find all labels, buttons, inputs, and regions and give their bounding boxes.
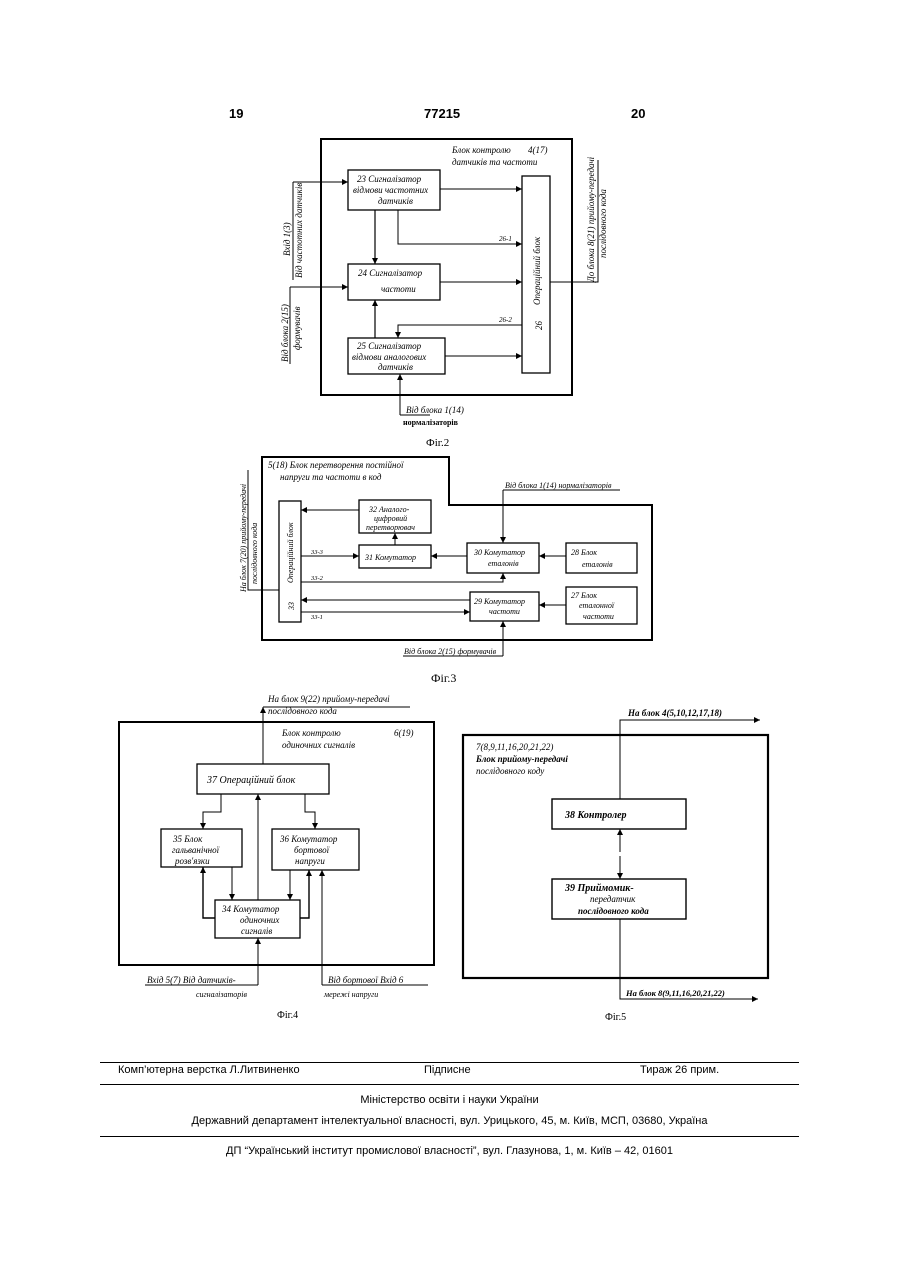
fig2-b23-line3: датчиків <box>378 196 413 206</box>
figure-2-labels: Блок контролю 4(17) датчиків та частоти … <box>280 145 608 449</box>
fig5-b39-line2: передатчик <box>590 894 636 904</box>
fig4-input6-b: мережі напруги <box>323 990 378 999</box>
footer-institute: ДП “Український інститут промислової вла… <box>100 1145 799 1157</box>
fig4-title-line1: Блок контролю <box>281 728 341 738</box>
fig4-b35-line2: гальванічної <box>172 845 220 855</box>
fig3-link-33-1: 33-1 <box>310 614 323 621</box>
fig3-b27-line2: еталонної <box>579 601 615 610</box>
fig3-b29-line2: частоти <box>489 607 520 616</box>
figure-3-labels: 5(18) Блок перетворення постійної напруг… <box>239 460 615 685</box>
fig5-title-line2: Блок прийому-передачі <box>475 754 568 764</box>
fig3-b30-line2: еталонів <box>488 559 519 568</box>
fig2-input2-b: формувачів <box>292 306 302 350</box>
fig2-input1-a: Вхід 1(3) <box>282 222 292 256</box>
fig4-title-line2: одиночних сигналів <box>282 740 355 750</box>
fig4-b35-line3: розв'язки <box>174 856 210 866</box>
fig3-b33-label: Операційний блок <box>286 522 295 583</box>
fig4-b34-line3: сигналів <box>241 926 272 936</box>
fig2-b23-line1: 23 Сигналізатор <box>357 174 422 184</box>
fig5-title-line3: послідовного коду <box>476 766 544 776</box>
fig2-b26-label: Операційний блок <box>532 236 542 305</box>
fig3-title-line2: напруги та частоти в код <box>280 472 382 482</box>
fig3-b30-line1: 30 Комутатор <box>473 548 525 557</box>
fig3-b28-line1: 28 Блок <box>571 548 597 557</box>
fig5-b39-line1: 39 Приймомик- <box>564 883 634 894</box>
fig3-top-input: Від блока 1(14) нормалізаторів <box>505 481 612 490</box>
footer-department: Державний департамент інтелектуальної вл… <box>100 1115 799 1127</box>
footer-signed: Підписне <box>424 1064 471 1076</box>
fig2-link-26-1: 26-1 <box>499 235 512 243</box>
fig3-b32-line1: 32 Аналого- <box>368 505 410 514</box>
fig2-b25-line3: датчиків <box>378 362 413 372</box>
figure-4-labels: На блок 9(22) прийому-передачі послідовн… <box>147 694 414 1021</box>
fig5-bottom-label: На блок 8(9,11,16,20,21,22) <box>625 988 725 998</box>
fig4-b37: 37 Операційний блок <box>206 775 296 786</box>
fig4-b36-line2: бортової <box>294 845 330 855</box>
fig4-b36-line1: 36 Комутатор <box>279 834 338 844</box>
footer-circulation: Тираж 26 прим. <box>640 1064 719 1076</box>
fig4-input6-a: Від бортової Вхід 6 <box>328 975 404 985</box>
fig2-link-26-2: 26-2 <box>499 316 512 324</box>
fig2-caption: Фіг.2 <box>426 437 449 449</box>
fig2-b25-line2: відмови аналогових <box>352 352 426 362</box>
fig4-top-b: послідовного кода <box>268 706 337 716</box>
fig2-title-line2: датчиків та частоти <box>452 157 538 167</box>
footer-divider-1 <box>100 1062 799 1063</box>
fig2-bottom-input-a: Від блока 1(14) <box>406 405 464 415</box>
figure-5-labels: На блок 4(5,10,12,17,18) 7(8,9,11,16,20,… <box>475 708 725 1023</box>
fig3-b32-line2: цифровий <box>374 514 407 523</box>
fig4-top-a: На блок 9(22) прийому-передачі <box>267 694 390 704</box>
fig3-link-33-3: 33-3 <box>310 549 324 556</box>
fig4-outer-block <box>119 722 434 965</box>
fig4-input5-b: сигналізаторів <box>196 990 247 999</box>
figure-2 <box>290 139 598 415</box>
fig5-caption: Фіг.5 <box>605 1012 626 1023</box>
fig3-output-b: послідовного кода <box>250 523 259 584</box>
fig4-input5-a: Вхід 5(7) Від датчиків- <box>147 975 236 985</box>
fig2-b24-line2: частоти <box>381 284 416 294</box>
figure-4 <box>119 707 434 985</box>
fig4-b36-line3: напруги <box>295 856 325 866</box>
fig2-b24-line1: 24 Сигналізатор <box>358 268 423 278</box>
fig3-b31: 31 Комутатор <box>364 553 416 562</box>
fig2-output-a: До блока 8(21) прийому-передачі <box>586 156 596 283</box>
fig5-top-label: На блок 4(5,10,12,17,18) <box>627 708 722 718</box>
fig4-b34-line1: 34 Комутатор <box>221 904 280 914</box>
fig4-b35-line1: 35 Блок <box>172 834 203 844</box>
footer-layout: Комп’ютерна верстка Л.Литвиненко <box>118 1064 300 1076</box>
fig3-b29-line1: 29 Комутатор <box>474 597 525 606</box>
footer-divider-3 <box>100 1136 799 1137</box>
fig3-link-33-2: 33-2 <box>310 575 324 582</box>
fig3-bottom-input: Від блока 2(15) формувачів <box>404 647 497 656</box>
fig2-bottom-input-b: нормалізаторів <box>403 418 459 427</box>
fig3-caption: Фіг.3 <box>431 671 456 685</box>
fig3-title-line1: 5(18) Блок перетворення постійної <box>268 460 404 470</box>
fig5-b39-line3: послідовного кода <box>578 906 649 916</box>
fig4-title-number: 6(19) <box>394 728 414 738</box>
fig2-title: Блок контролю <box>451 145 511 155</box>
fig2-input1-b: Від частотних датчиків <box>294 183 304 278</box>
fig3-b27-line1: 27 Блок <box>571 591 597 600</box>
fig2-title-number: 4(17) <box>528 145 548 155</box>
fig2-output-b: послідовного кода <box>598 189 608 258</box>
fig5-b38: 38 Контролер <box>564 810 627 821</box>
fig3-b32-line3: перетворювач <box>366 523 415 532</box>
footer-divider-2 <box>100 1084 799 1085</box>
fig3-output-a: На блок 7(20) прийому-передачі <box>239 484 248 593</box>
fig2-b26-number: 26 <box>534 321 544 331</box>
fig5-title-line1: 7(8,9,11,16,20,21,22) <box>476 742 553 752</box>
fig3-b28-line2: еталонів <box>582 560 613 569</box>
fig2-b23-line2: відмови частотних <box>353 185 428 195</box>
fig4-caption: Фіг.4 <box>277 1010 298 1021</box>
fig2-input2-a: Від блока 2(15) <box>280 304 290 362</box>
footer-ministry: Міністерство освіти і науки України <box>100 1094 799 1106</box>
fig3-b33-number: 33 <box>287 602 296 611</box>
fig2-b25-line1: 25 Сигналізатор <box>357 341 422 351</box>
fig4-b34-line2: одиночних <box>240 915 279 925</box>
fig3-b27-line3: частоти <box>583 612 614 621</box>
